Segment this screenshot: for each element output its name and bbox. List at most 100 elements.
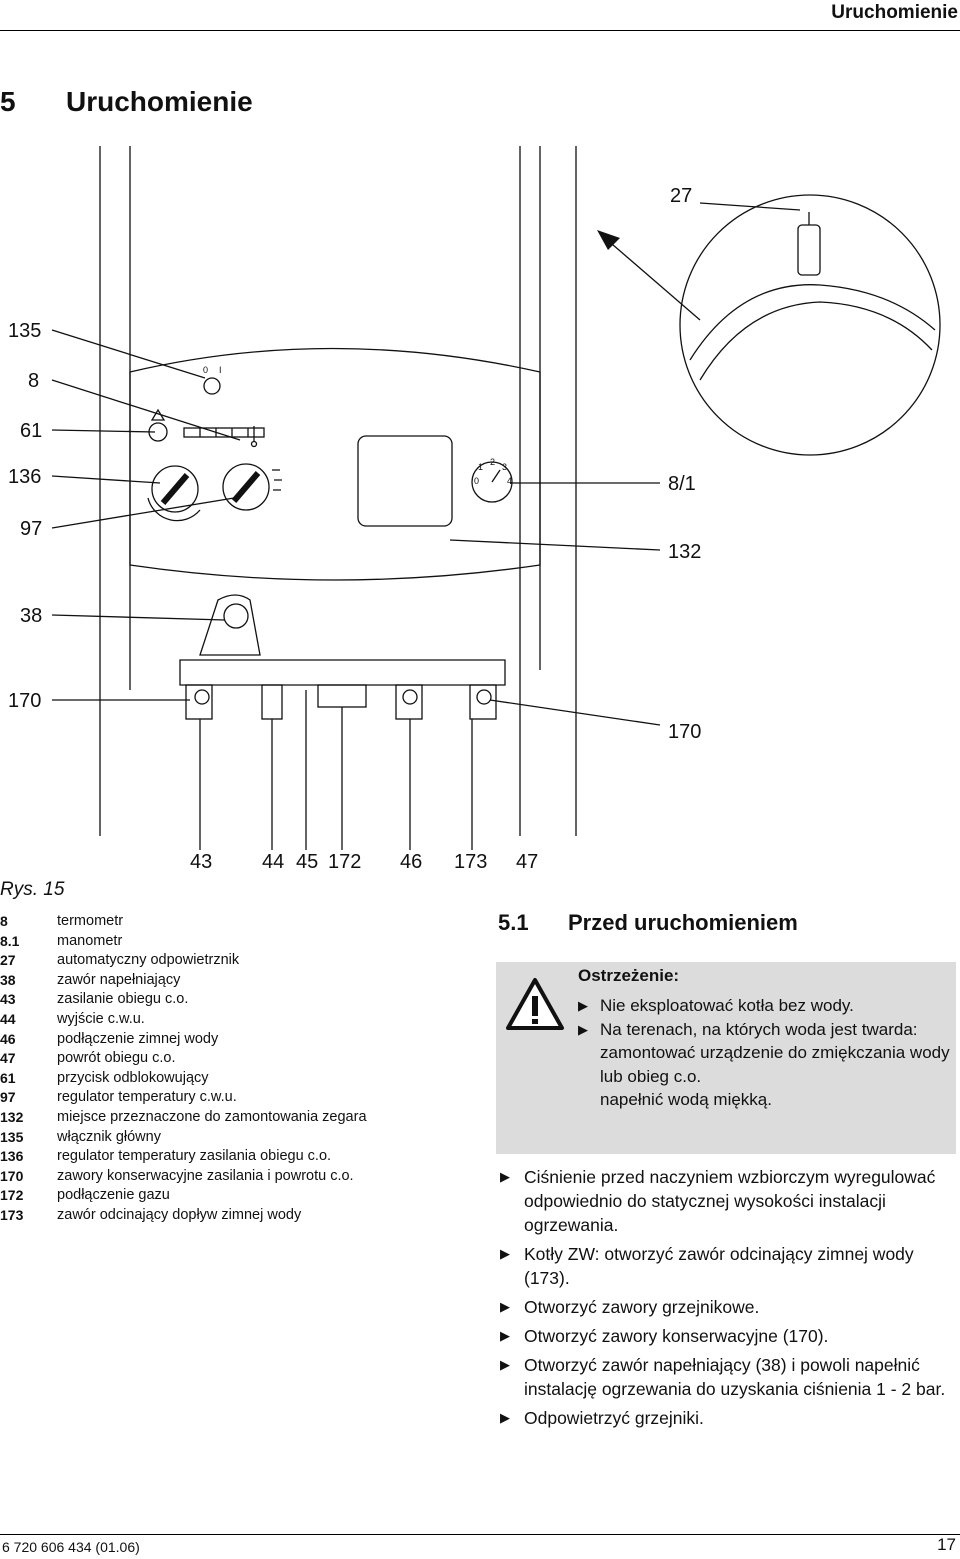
callout-170-right: 170 <box>668 721 701 743</box>
legend-item: 97 regulator temperatury c.w.u. <box>0 1088 470 1108</box>
callout-27: 27 <box>670 185 692 207</box>
clock-space <box>357 435 453 527</box>
legend-text: zawór odcinający dopływ zimnej wody <box>57 1206 302 1223</box>
running-header: Uruchomienie <box>831 2 958 23</box>
callout-172: 172 <box>328 851 361 873</box>
gauge-tick: 4 <box>507 476 512 486</box>
legend-text: powrót obiegu c.o. <box>57 1050 176 1067</box>
switch-label: I <box>219 365 222 375</box>
legend-text: przycisk odblokowujący <box>57 1069 209 1086</box>
warning-continuation: napełnić wodą miękką. <box>578 1088 950 1112</box>
right-triangle-icon: ▶ <box>578 1021 588 1037</box>
legend-item: 132 miejsce przeznaczone do zamontowania … <box>0 1108 470 1128</box>
detail-circle <box>679 194 941 456</box>
legend-text: wyjście c.w.u. <box>57 1010 145 1027</box>
legend-number: 46 <box>0 1030 16 1047</box>
legend-text: włącznik główny <box>57 1128 161 1145</box>
legend-number: 136 <box>0 1148 24 1165</box>
right-triangle-icon: ▶ <box>500 1328 510 1343</box>
legend-item: 135 włącznik główny <box>0 1128 470 1148</box>
legend-number: 27 <box>0 952 16 969</box>
legend-number: 172 <box>0 1187 24 1204</box>
legend-text: regulator temperatury zasilania obiegu c… <box>57 1148 332 1165</box>
header-rule <box>0 30 960 31</box>
warning-item: ▶ Na terenach, na których woda jest twar… <box>578 1018 950 1042</box>
callout-136: 136 <box>8 466 41 488</box>
legend-text: podłączenie gazu <box>57 1187 170 1204</box>
legend-number: 97 <box>0 1089 16 1106</box>
callout-97: 97 <box>20 518 42 540</box>
legend-text: miejsce przeznaczone do zamontowania zeg… <box>57 1108 367 1125</box>
procedure-steps: ▶ Ciśnienie przed naczyniem wzbiorczym w… <box>500 1165 958 1435</box>
step-text: Kotły ZW: otworzyć zawór odcinający zimn… <box>524 1244 914 1288</box>
manometer-icon <box>471 461 513 503</box>
right-triangle-icon: ▶ <box>500 1357 510 1372</box>
section-title: Przed uruchomieniem <box>568 910 798 935</box>
step-item: ▶ Otworzyć zawory konserwacyjne (170). <box>500 1324 958 1348</box>
gauge-tick: 3 <box>502 462 507 472</box>
warning-box: Ostrzeżenie: ▶ Nie eksploatować kotła be… <box>496 962 956 1154</box>
boiler-figure: 0 1 2 3 4 0 I 135 8 61 136 97 38 170 27 … <box>0 130 960 880</box>
legend-number: 173 <box>0 1206 24 1223</box>
warning-continuation-text: zamontować urządzenie do zmiękczania wod… <box>600 1043 950 1086</box>
legend-number: 44 <box>0 1010 16 1027</box>
warning-item-text: Na terenach, na których woda jest twarda… <box>600 1019 918 1039</box>
warning-continuation-text: napełnić wodą miękką. <box>600 1090 772 1109</box>
legend-text: regulator temperatury c.w.u. <box>57 1089 237 1106</box>
heating-knob-icon <box>151 465 199 513</box>
legend-text: zawór napełniający <box>57 971 181 988</box>
legend-item: 46 podłączenie zimnej wody <box>0 1030 470 1050</box>
legend-number: 135 <box>0 1128 24 1145</box>
callout-61: 61 <box>20 420 42 442</box>
callout-173: 173 <box>454 851 487 873</box>
right-triangle-icon: ▶ <box>500 1169 510 1184</box>
warning-triangle-icon <box>506 978 564 1030</box>
document-code: 6 720 606 434 (01.06) <box>2 1539 140 1555</box>
step-item: ▶ Odpowietrzyć grzejniki. <box>500 1406 958 1430</box>
legend-text: zasilanie obiegu c.o. <box>57 991 189 1008</box>
dhw-knob-icon <box>222 463 270 511</box>
callout-43: 43 <box>190 851 212 873</box>
section-heading: 5.1 Przed uruchomieniem <box>498 910 798 936</box>
legend-text: termometr <box>57 913 124 929</box>
legend-text: podłączenie zimnej wody <box>57 1030 219 1047</box>
callout-8-1: 8/1 <box>668 473 696 495</box>
callout-132: 132 <box>668 541 701 563</box>
legend-number: 170 <box>0 1167 24 1184</box>
legend-item: 172 podłączenie gazu <box>0 1186 470 1206</box>
step-text: Ciśnienie przed naczyniem wzbiorczym wyr… <box>524 1167 936 1235</box>
callout-44: 44 <box>262 851 284 873</box>
footer-rule <box>0 1534 960 1535</box>
step-text: Otworzyć zawór napełniający (38) i powol… <box>524 1355 946 1399</box>
legend-text: manometr <box>57 932 123 949</box>
step-text: Otworzyć zawory konserwacyjne (170). <box>524 1326 829 1346</box>
control-panel <box>129 347 541 581</box>
section-number: 5.1 <box>498 910 529 935</box>
expansion-vessel <box>689 284 936 361</box>
legend-item: 38 zawór napełniający <box>0 971 470 991</box>
callout-8: 8 <box>28 370 39 392</box>
main-switch-icon <box>203 377 221 395</box>
chapter-title: Uruchomienie <box>66 86 253 117</box>
legend-number: 38 <box>0 971 16 988</box>
step-item: ▶ Kotły ZW: otworzyć zawór odcinający zi… <box>500 1242 958 1290</box>
right-triangle-icon: ▶ <box>500 1410 510 1425</box>
gauge-tick: 2 <box>490 457 495 467</box>
fill-valve-icon <box>223 603 249 629</box>
boiler-drawing: 0 1 2 3 4 0 I 135 8 61 136 97 38 170 27 … <box>8 146 941 873</box>
legend-item: 170 zawory konserwacyjne zasilania i powr… <box>0 1167 470 1187</box>
callout-135: 135 <box>8 320 41 342</box>
legend-number: 47 <box>0 1050 16 1067</box>
warning-heading: Ostrzeżenie: <box>578 966 680 985</box>
legend-text: automatyczny odpowietrznik <box>57 952 240 969</box>
air-vent-icon <box>797 224 821 276</box>
callout-47: 47 <box>516 851 538 873</box>
legend-number: 132 <box>0 1108 24 1125</box>
connectors <box>185 684 497 720</box>
legend-item: 136 regulator temperatury zasilania obieg… <box>0 1147 470 1167</box>
legend-text: zawory konserwacyjne zasilania i powrotu… <box>57 1167 354 1184</box>
